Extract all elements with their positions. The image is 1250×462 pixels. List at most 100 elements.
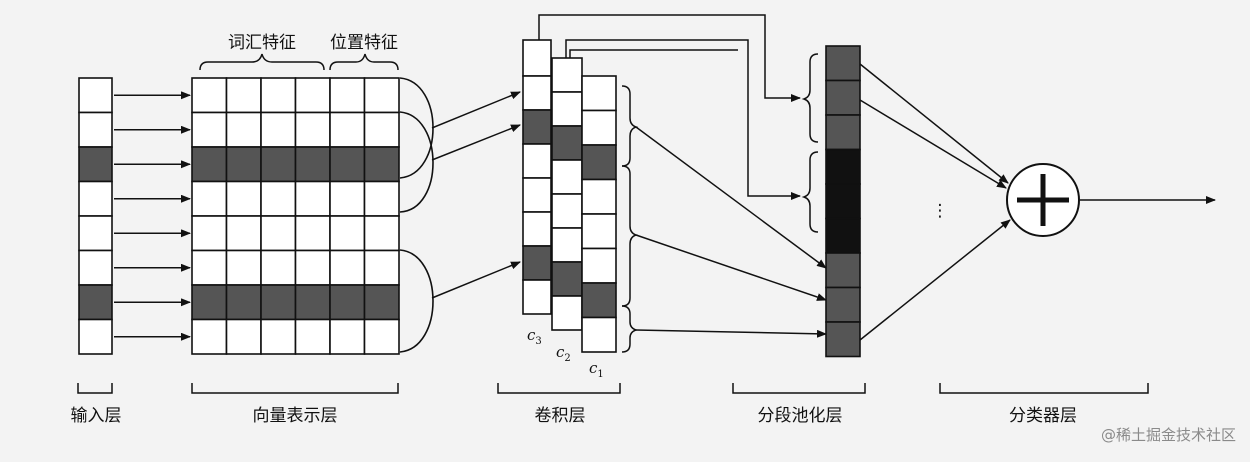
- convolution-filter-columns: [522, 39, 617, 353]
- position-features-label: 位置特征: [330, 33, 398, 53]
- input-layer-column: [78, 77, 113, 355]
- vector-cell: [191, 318, 228, 355]
- vector-cell: [260, 77, 297, 114]
- vector-cell: [191, 284, 228, 321]
- input-cell: [78, 249, 113, 286]
- c2-cell: [551, 227, 583, 263]
- vector-cell: [294, 77, 331, 114]
- c1-cell: [581, 282, 617, 319]
- input-to-vector-arrows: [114, 91, 191, 341]
- position-features-brace: [329, 53, 399, 71]
- vector-cell: [294, 215, 331, 252]
- c3-cell: [522, 143, 552, 179]
- c2-cell: [551, 91, 583, 127]
- pool-brace-2: [801, 151, 819, 233]
- arrow-seg1-pool: [635, 126, 827, 269]
- arrow-arc2-conv: [431, 124, 521, 161]
- filter-to-pooling-connectors: [538, 14, 801, 200]
- input-cell: [78, 146, 113, 183]
- vector-cell: [225, 180, 262, 217]
- bracket-input: [77, 383, 113, 394]
- c1-cell: [581, 75, 617, 112]
- classifier-layer-label: 分类器层: [1009, 406, 1077, 426]
- arrow-pool1-sum: [859, 63, 1009, 184]
- vector-cell: [329, 249, 366, 286]
- vector-representation-grid: [191, 77, 400, 355]
- pool-cell: [825, 321, 861, 358]
- vector-cell: [329, 180, 366, 217]
- pool-cell: [825, 114, 861, 151]
- arrow-pool2-sum: [859, 99, 1007, 189]
- vector-cell: [225, 318, 262, 355]
- c1-cell: [581, 144, 617, 181]
- vector-cell: [363, 215, 400, 252]
- convolution-window-arcs: [399, 77, 434, 353]
- segment-to-pool-arrows: [635, 126, 827, 338]
- c2-cell: [551, 295, 583, 331]
- lexical-features-brace: [199, 53, 325, 71]
- arrow-arc1-conv: [431, 91, 521, 129]
- pool-cell: [825, 148, 861, 185]
- plus-circle-icon: [1006, 163, 1080, 237]
- vector-cell: [191, 77, 228, 114]
- conv-arc-2: [399, 111, 434, 213]
- pool-cell: [825, 252, 861, 289]
- arrow-pool3-sum: [859, 219, 1011, 341]
- bracket-conv: [497, 383, 621, 394]
- c1-cell: [581, 109, 617, 146]
- vector-cell: [329, 146, 366, 183]
- vector-cell: [363, 77, 400, 114]
- filter-c1-label: c1: [589, 359, 604, 380]
- vector-cell: [260, 249, 297, 286]
- vector-cell: [329, 284, 366, 321]
- c3-cell: [522, 177, 552, 213]
- vector-layer-label: 向量表示层: [253, 406, 338, 426]
- vector-cell: [329, 215, 366, 252]
- pool-cell: [825, 217, 861, 254]
- segment-brace-2: [621, 165, 639, 307]
- conv-layer-label: 卷积层: [535, 406, 586, 426]
- vector-cell: [294, 318, 331, 355]
- input-cell: [78, 215, 113, 252]
- pool-brace-1: [801, 53, 819, 143]
- pooling-column: [825, 45, 861, 358]
- bracket-classifier: [939, 383, 1149, 394]
- vector-cell: [294, 284, 331, 321]
- input-cell: [78, 318, 113, 355]
- c3-connector: [538, 14, 801, 102]
- c2-cell: [551, 261, 583, 297]
- arrow-seg2-pool: [635, 234, 827, 301]
- vector-cell: [363, 249, 400, 286]
- vector-cell: [294, 146, 331, 183]
- segment-brace-3: [621, 305, 639, 353]
- vector-cell: [294, 111, 331, 148]
- watermark: @稀土掘金技术社区: [1101, 426, 1236, 444]
- vector-cell: [225, 215, 262, 252]
- vector-cell: [260, 111, 297, 148]
- c2-header-cell: [551, 57, 583, 93]
- conv-arc-1: [399, 77, 434, 179]
- vector-cell: [225, 111, 262, 148]
- vector-cell: [225, 77, 262, 114]
- vector-cell: [363, 146, 400, 183]
- c3-header-cell: [522, 39, 552, 77]
- vector-cell: [363, 318, 400, 355]
- pooling-group-braces: [801, 53, 819, 233]
- segment-brace-1: [621, 85, 639, 167]
- vector-cell: [363, 111, 400, 148]
- arrow-arc3-conv: [431, 261, 521, 299]
- vector-to-conv-arrows: [431, 91, 521, 299]
- c1-connector: [569, 49, 738, 58]
- vector-cell: [363, 180, 400, 217]
- input-cell: [78, 180, 113, 217]
- input-cell: [78, 284, 113, 321]
- vector-cell: [260, 146, 297, 183]
- vector-cell: [191, 111, 228, 148]
- c3-cell: [522, 75, 552, 111]
- c3-cell: [522, 109, 552, 145]
- c3-cell: [522, 279, 552, 315]
- c3-cell: [522, 245, 552, 281]
- vector-cell: [260, 284, 297, 321]
- bracket-vector: [191, 383, 399, 394]
